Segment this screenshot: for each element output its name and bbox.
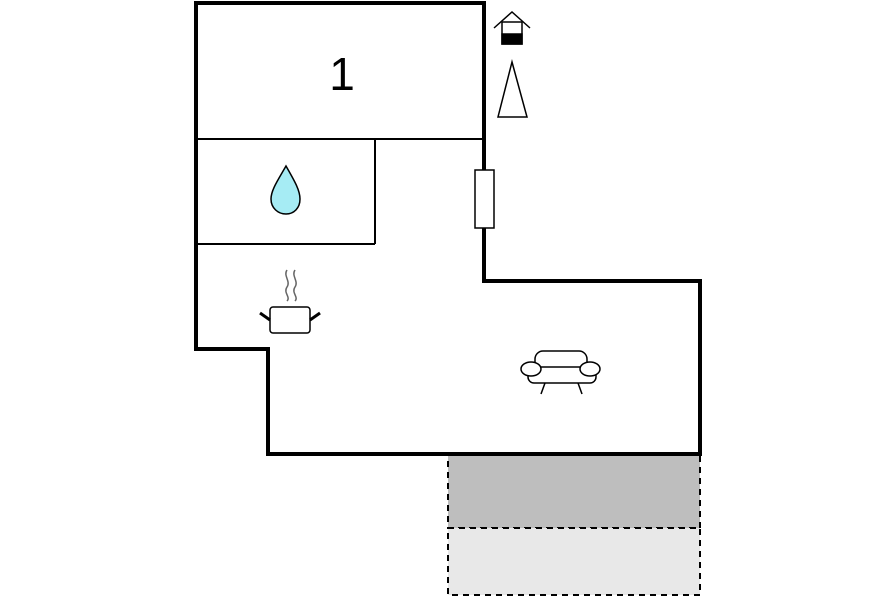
north-arrow-icon (497, 59, 528, 118)
cooking-pot-icon (259, 269, 321, 334)
water-drop-icon (270, 164, 301, 215)
terrace-open (447, 527, 701, 596)
outer-wall (194, 1, 702, 456)
interior-walls (196, 138, 484, 245)
sofa-icon (520, 350, 601, 395)
house-entrance-icon (493, 10, 531, 45)
terrace-covered (447, 454, 701, 529)
door-icon (474, 169, 495, 229)
room-label-1: 1 (329, 48, 355, 100)
terrace (447, 454, 701, 596)
